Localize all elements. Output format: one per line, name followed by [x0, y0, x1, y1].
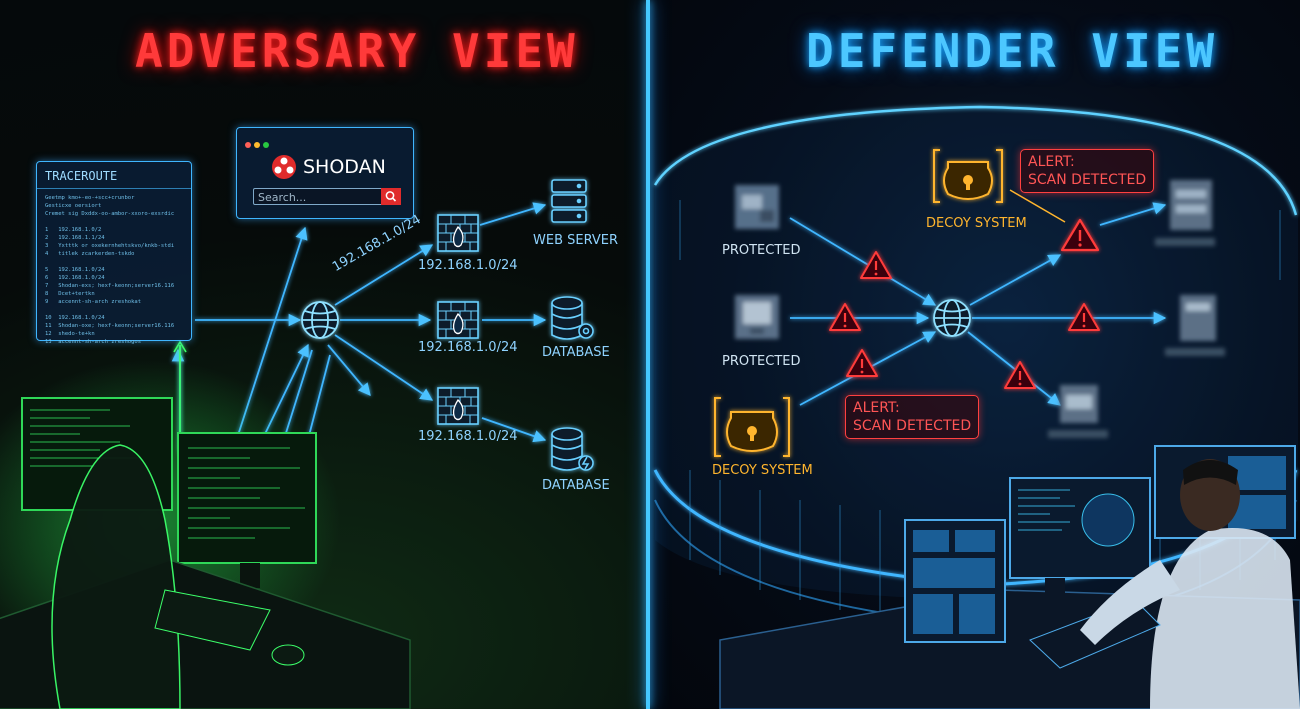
firewall-label-2: 192.168.1.0/24 [418, 340, 518, 355]
database-icon [551, 427, 594, 471]
decoy-link [1009, 189, 1066, 223]
scan-alert-top: ALERT: SCAN DETECTED [1020, 149, 1155, 193]
target-label-database-1: DATABASE [542, 345, 610, 360]
internet-globe-icon [301, 301, 339, 339]
minimize-dot-icon [254, 142, 260, 148]
pixelated-protected-asset-1 [735, 185, 779, 229]
defender-globe-icon [933, 299, 971, 337]
pixelated-protected-asset-2 [735, 295, 779, 339]
center-divider [646, 0, 650, 709]
traceroute-line: 12 shedo-te+kn [45, 331, 95, 337]
mouse [271, 644, 305, 666]
shodan-brand: SHODAN [303, 156, 386, 178]
close-dot-icon [245, 142, 251, 148]
traceroute-line: Geetmp kmo+-eo-+scc+crunbor [45, 195, 135, 201]
traceroute-line: 6 192.168.1.0/24 [45, 275, 105, 281]
firewall-label-1: 192.168.1.0/24 [418, 258, 518, 273]
firewall-icons [437, 214, 479, 425]
traceroute-line: 11 Shodan-oxe; hexf-keonn;server16.116 [45, 323, 175, 329]
target-label-database-2: DATABASE [542, 478, 610, 493]
firewall-icon [437, 214, 479, 252]
traceroute-line: 4 titlek zcarkerden-tskdo [45, 251, 135, 257]
honeypot-icon [933, 149, 1003, 203]
adversary-view-title: ADVERSARY VIEW [135, 24, 579, 78]
pixelated-database [1165, 295, 1225, 356]
traceroute-line: 9 accennt-sh-arch zreshokat [45, 299, 142, 305]
protected-label-2: PROTECTED [722, 354, 801, 369]
traceroute-line: 8 Dcet+tertkn [45, 291, 95, 297]
honeypot-icon [714, 397, 790, 457]
warning-icon [1060, 218, 1100, 252]
firewall-icon [437, 301, 479, 339]
warning-icon [846, 349, 878, 377]
protected-label-1: PROTECTED [722, 243, 801, 258]
decoy-label-top: DECOY SYSTEM [926, 216, 1027, 231]
scan-alert-bottom: ALERT: SCAN DETECTED [845, 395, 980, 439]
traceroute-line: 2 192.168.1.1/24 [45, 235, 105, 241]
traceroute-line: 10 192.168.1.0/24 [45, 315, 105, 321]
warning-icon [1068, 303, 1100, 331]
alert-title: ALERT: [853, 400, 900, 416]
pixelated-web-server [1155, 180, 1215, 246]
shodan-logo: SHODAN [271, 154, 386, 180]
maximize-dot-icon [263, 142, 269, 148]
warning-icon [829, 303, 861, 331]
traceroute-line [45, 258, 183, 266]
traceroute-title: TRACEROUTE [37, 162, 191, 189]
alert-title: ALERT: [1028, 154, 1075, 170]
threat-map-icon [1081, 493, 1135, 547]
analyst-arm [1080, 560, 1180, 645]
target-label-web-server: WEB SERVER [533, 233, 619, 248]
traceroute-line: 3 Yxtttk or oxekernhehtskvo/knkb-stdi [45, 243, 175, 249]
shodan-search-input[interactable]: Search... [253, 188, 401, 205]
defender-view-title: DEFENDER VIEW [806, 24, 1219, 78]
analyst [1150, 528, 1300, 709]
defender-scene [719, 445, 1300, 709]
traceroute-line: 1 192.168.1.0/2 [45, 227, 102, 233]
search-button[interactable] [381, 188, 401, 205]
traceroute-line: 5 192.168.1.0/24 [45, 267, 105, 273]
pixelated-asset-3 [1048, 385, 1108, 438]
warning-icon [1004, 361, 1036, 389]
shodan-window: SHODAN Search... [236, 127, 414, 219]
warning-icons [829, 218, 1100, 389]
window-controls [245, 133, 272, 152]
warning-icon [860, 251, 892, 279]
traceroute-line: 7 Shodan-exs; hexf-keonn;server16.116 [45, 283, 175, 289]
shodan-logo-icon [272, 155, 296, 179]
database-icon [551, 296, 594, 340]
traceroute-line: 13 accennt-sh-arch zreshogos [45, 339, 142, 345]
defender-shield-ring [653, 105, 1298, 627]
alert-text: SCAN DETECTED [1028, 172, 1147, 188]
decoy-label-bottom: DECOY SYSTEM [712, 463, 813, 478]
firewall-icon [437, 387, 479, 425]
hacker-scene [0, 360, 411, 709]
keyboard [154, 589, 271, 651]
traceroute-line: Cremet sig Dxddx-oo-ambor-xxoro-exsrdic [45, 211, 175, 217]
traceroute-line: Gesticxe oersiort [45, 203, 102, 209]
server-icon [551, 179, 587, 223]
firewall-label-3: 192.168.1.0/24 [418, 429, 518, 444]
search-icon [385, 191, 397, 202]
alert-text: SCAN DETECTED [853, 418, 972, 434]
traceroute-line [45, 218, 183, 226]
traceroute-line [45, 306, 183, 314]
